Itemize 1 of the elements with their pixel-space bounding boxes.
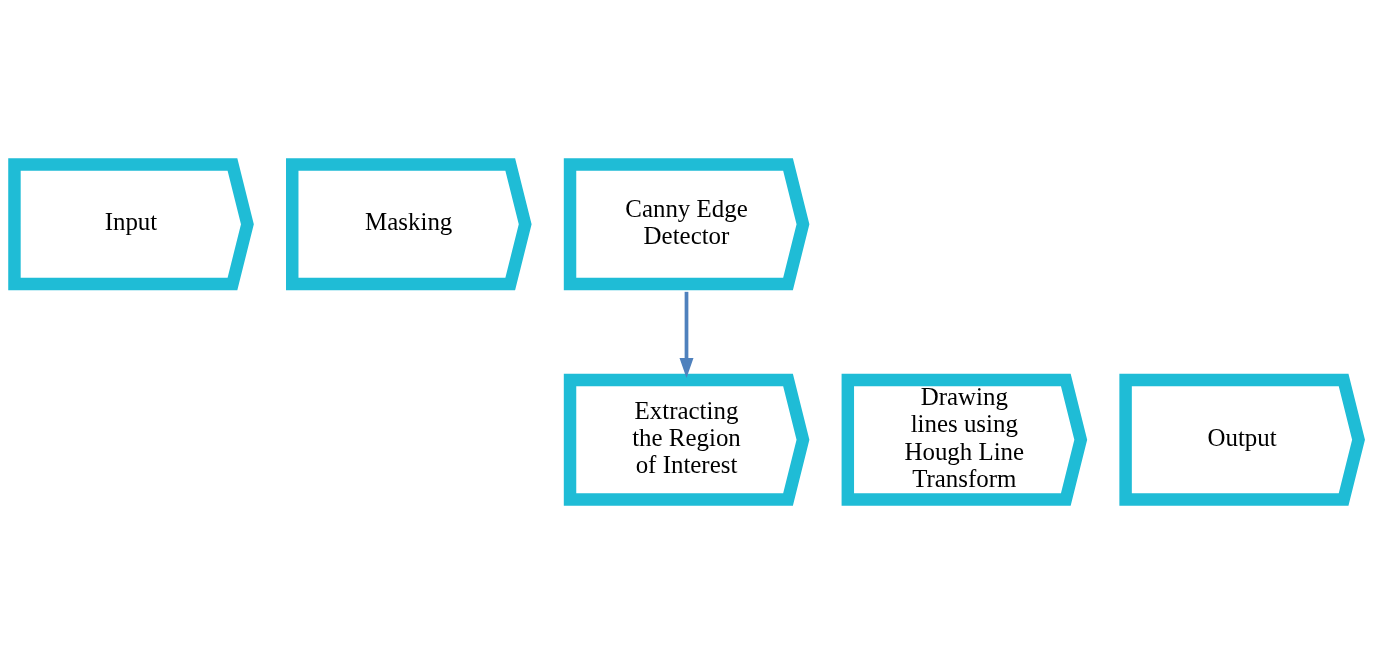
- arrow: [679, 291, 694, 379]
